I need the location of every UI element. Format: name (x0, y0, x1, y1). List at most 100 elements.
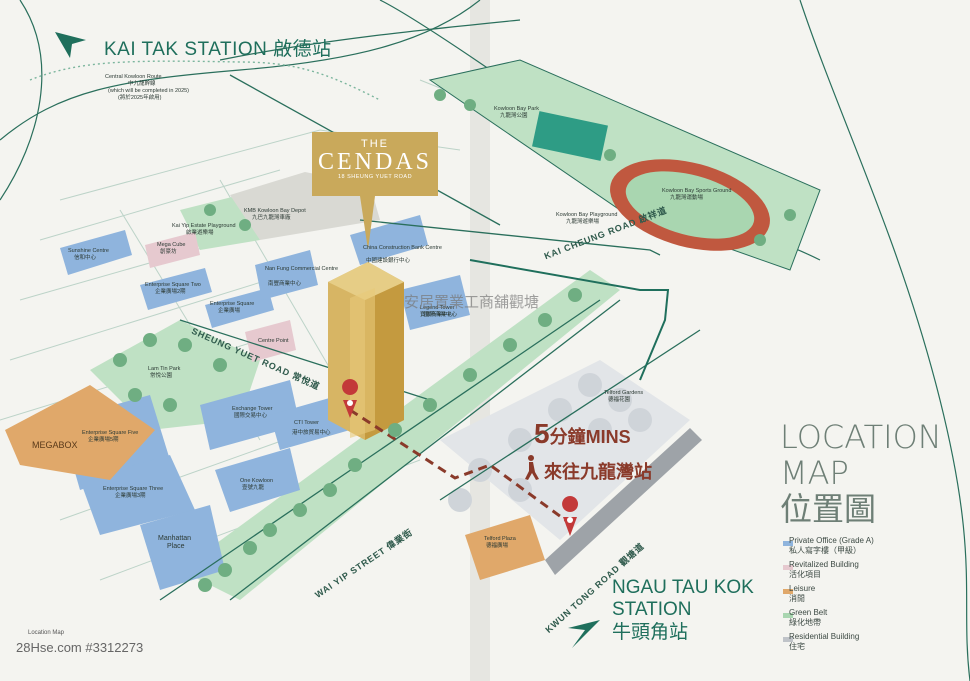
legend-revitalized-en: Revitalized Building (789, 560, 859, 569)
cendas-line2: CENDAS (317, 149, 432, 175)
label-nanfung-1: Nan Fung Commercial Centre (265, 266, 339, 272)
ngau-tau-kok-station-en2: STATION (612, 599, 692, 620)
residential-towers (448, 373, 652, 512)
label-playground-1: Kowloon Bay Playground (556, 212, 618, 218)
legend-office-en: Private Office (Grade A) (789, 536, 874, 545)
label-sunshine-1: Sunshine Centre (68, 248, 109, 254)
start-pin (342, 379, 359, 418)
connector-road (469, 259, 670, 381)
legend-greenbelt-zh: 綠化地帶 (789, 618, 821, 627)
label-ent2-1: Enterprise Square Two (145, 282, 201, 288)
label-megabox: MEGABOX (32, 440, 78, 450)
label-onekowloon-1: One Kowloon (240, 478, 274, 484)
label-exchange-2: 國際交易中心 (234, 413, 268, 419)
label-onekowloon-2: 壹號九龍 (242, 485, 265, 491)
label-telford-gardens-2: 德福花園 (608, 397, 631, 403)
label-ccb-2: 中國建設銀行中心 (366, 258, 411, 264)
walking-route (349, 408, 569, 524)
label-cti-1: CTI Tower (294, 420, 319, 426)
label-megacube-2: 創豪坊 (160, 249, 177, 255)
label-harbour-centre: 國際商業中心 (424, 312, 458, 318)
walk-mins-number: 5 (534, 418, 550, 449)
the-cendas-sign: THE CENDAS 18 SHEUNG YUET ROAD (312, 132, 438, 196)
kai-tak-arrow-icon (55, 32, 86, 58)
legend-residential-en: Residential Building (789, 632, 860, 641)
revitalized-blocks (145, 232, 296, 362)
kai-tak-station-label: KAI TAK STATION 啟德站 (104, 39, 332, 60)
legend-greenbelt: Green Belt 綠化地帶 (789, 608, 827, 628)
central-kowloon-route (29, 60, 381, 101)
label-telford-plaza-2: 德福廣場 (486, 543, 509, 549)
label-ent-2: 企業廣場 (218, 308, 241, 314)
legend-office: Private Office (Grade A) 私人寫字樓（甲級） (789, 536, 874, 556)
legend-leisure: Leisure 消閒 (789, 584, 815, 604)
label-ent-1: Enterprise Square (210, 301, 255, 307)
label-centrepoint: Centre Point (258, 338, 289, 344)
label-ent2-2: 企業廣場2期 (155, 289, 186, 295)
label-cti-2: 港中旅貿易中心 (292, 430, 331, 436)
legend-leisure-zh: 消閒 (789, 594, 805, 603)
walk-mins: 5分鐘MINS (534, 418, 631, 450)
label-nanfung-2: 南豐商業中心 (268, 281, 302, 287)
cendas-line1: THE (361, 138, 389, 150)
route-note-2: 中九龍幹線 (128, 81, 156, 87)
route-note-1: Central Kowloon Route (105, 74, 162, 80)
residential-block (545, 428, 702, 575)
overlay-watermark: 安居置業工商舖觀塘 (404, 294, 540, 311)
walk-destination: 來往九龍灣站 (544, 462, 652, 482)
label-park-1: Kowloon Bay Park (494, 106, 539, 112)
ngau-tau-kok-arrow-icon (568, 620, 600, 648)
location-map-title-2: MAP (780, 454, 849, 492)
building-sign-pointer (360, 196, 375, 250)
label-lampark-2: 常悅公園 (150, 373, 173, 379)
legend-greenbelt-en: Green Belt (789, 608, 828, 617)
label-ent3-1: Enterprise Square Three (103, 486, 164, 492)
legend-residential-zh: 住宅 (789, 642, 805, 651)
end-pin (562, 496, 579, 536)
route-note-4: (將於2025年啟用) (118, 95, 162, 101)
legend-residential: Residential Building 住宅 (789, 632, 859, 652)
label-playground-2: 九龍灣遊樂場 (566, 219, 600, 225)
legend-leisure-en: Leisure (789, 584, 816, 593)
ngau-tau-kok-station-zh: 牛頭角站 (612, 622, 689, 643)
route-note-3: (which will be completed in 2025) (108, 88, 190, 94)
label-telford-gardens-1: Telford Gardens (604, 390, 644, 396)
location-map-title-1: LOCATION (780, 418, 942, 456)
label-exchange-1: Exchange Tower (232, 406, 273, 412)
cendas-line3: 18 SHEUNG YUET ROAD (337, 174, 413, 180)
telford-plaza-block (465, 515, 545, 580)
label-manhattan-1: Manhattan (158, 535, 192, 542)
label-sports-2: 九龍灣運動場 (670, 195, 704, 201)
label-ent5-2: 企業廣場5期 (88, 437, 119, 443)
megabox-block (5, 385, 155, 480)
label-ent5-1: Enterprise Square Five (82, 430, 139, 436)
label-kaiyip-2: 啟業遊樂場 (186, 230, 214, 236)
label-park-2: 九龍灣公園 (500, 113, 528, 119)
corner-watermark: 28Hse.com #3312273 (16, 640, 144, 655)
label-ccb-1: China Construction Bank Centre (363, 245, 442, 251)
label-manhattan-2: Place (167, 543, 185, 550)
label-sports-1: Kowloon Bay Sports Ground (662, 188, 732, 194)
the-cendas-tower (328, 262, 404, 440)
legend-revitalized-zh: 活化項目 (789, 570, 821, 579)
legend-office-zh: 私人寫字樓（甲級） (789, 546, 861, 555)
walking-person-icon (525, 455, 539, 480)
label-telford-plaza-1: Telford Plaza (484, 536, 516, 542)
legend-revitalized: Revitalized Building 活化項目 (789, 560, 859, 580)
label-ent3-2: 企業廣場3期 (115, 493, 146, 499)
label-megacube-1: Mega Cube (157, 242, 186, 248)
label-kaiyip-1: Kai Yip Estate Playground (172, 223, 236, 229)
label-lampark-1: Lam Tin Park (148, 366, 181, 372)
ngau-tau-kok-station-en: NGAU TAU KOK (612, 577, 754, 598)
walk-mins-text: 分鐘MINS (549, 427, 631, 447)
page-fold (470, 0, 490, 681)
trees (113, 89, 796, 592)
legend-swatches (783, 541, 793, 642)
label-sunshine-2: 信和中心 (74, 255, 97, 261)
label-legend-2: 寶鋮商業中心 (420, 312, 454, 318)
sports-ground-field (625, 171, 755, 239)
location-map-title-3: 位置圖 (780, 490, 877, 528)
basketball-court (532, 111, 608, 161)
label-kmb-1: KMB Kowloon Bay Depot (244, 208, 306, 214)
